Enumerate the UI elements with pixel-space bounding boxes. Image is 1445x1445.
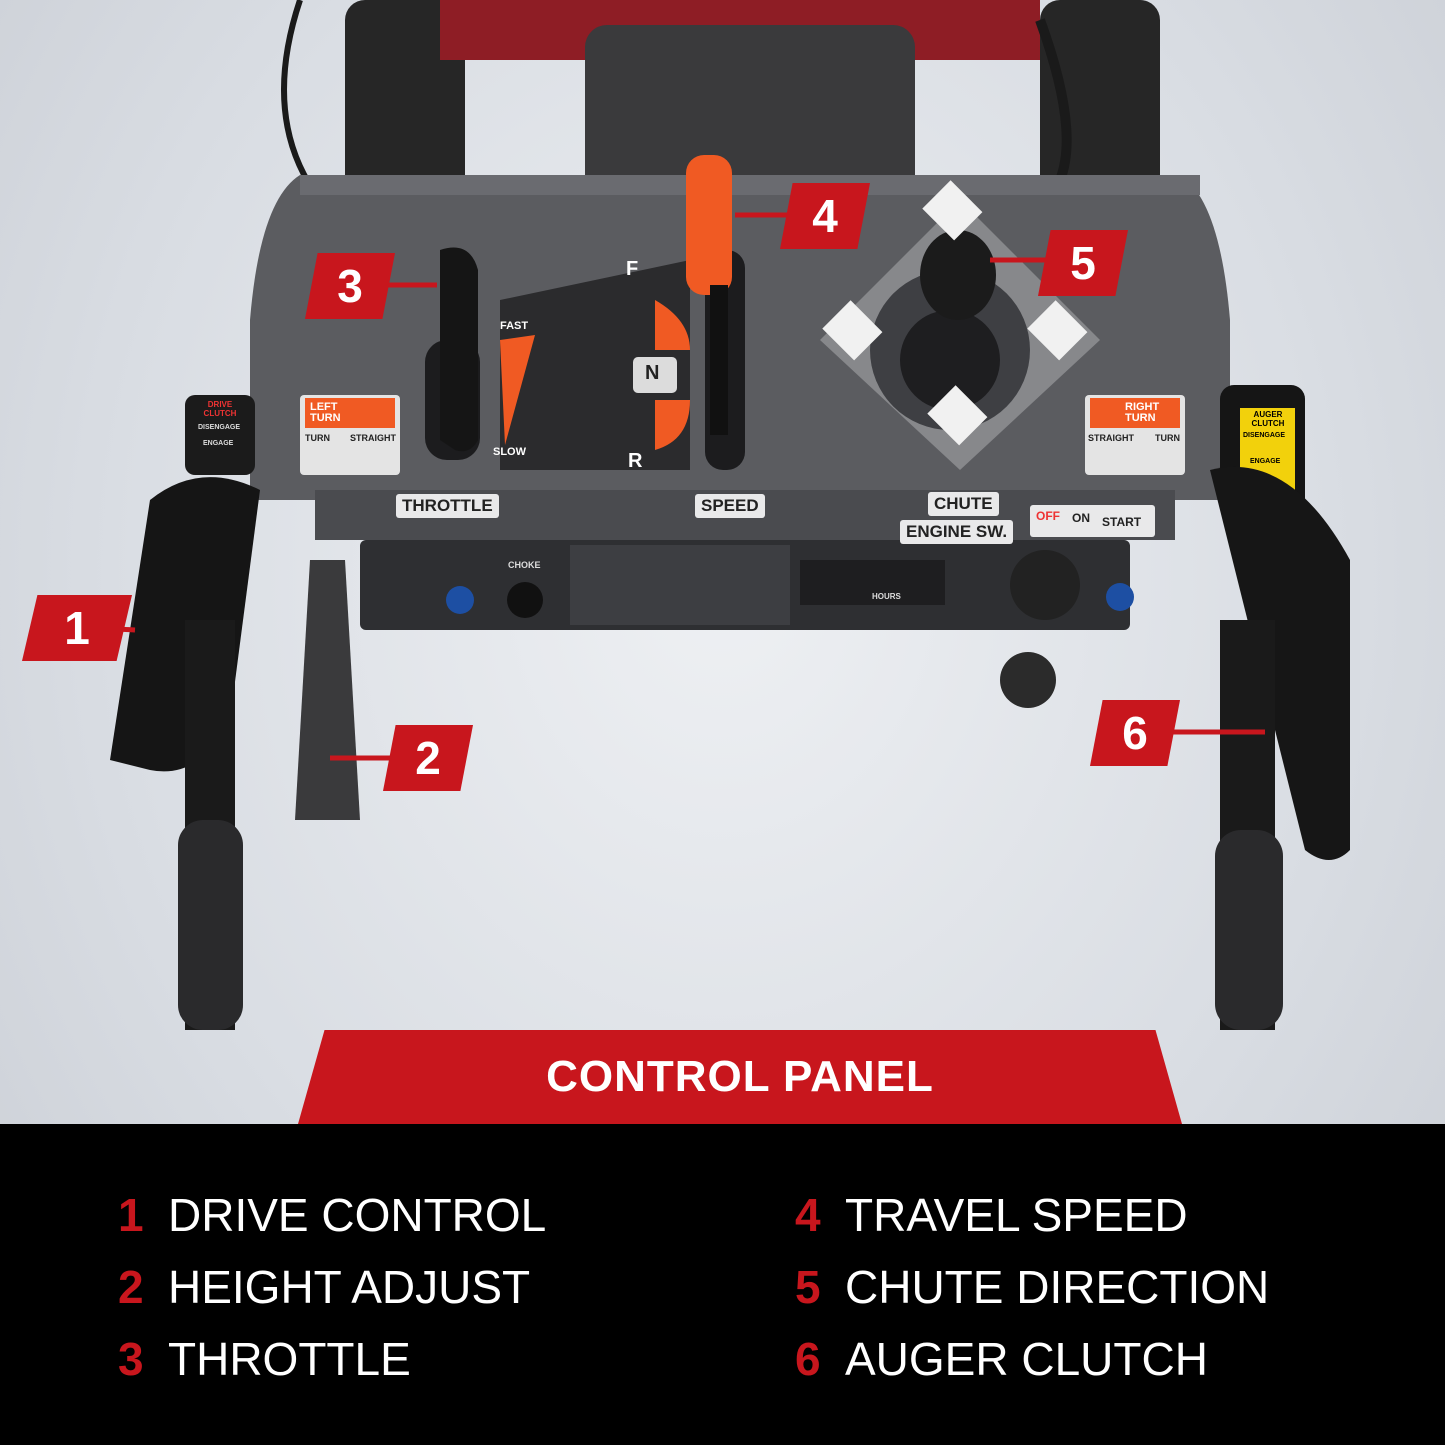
callout-4: 4 — [780, 183, 870, 249]
choke-label: CHOKE — [508, 560, 541, 570]
hour-meter — [800, 560, 945, 605]
chute-label: CHUTE — [928, 492, 999, 516]
legend-item-3: 3 THROTTLE — [118, 1332, 411, 1386]
legend-item-4: 4 TRAVEL SPEED — [795, 1188, 1188, 1242]
legend-item-5: 5 CHUTE DIRECTION — [795, 1260, 1269, 1314]
speed-lever-handle[interactable] — [686, 155, 732, 295]
cable — [1035, 18, 1072, 182]
choke-knob[interactable] — [507, 582, 543, 618]
callout-5: 5 — [1038, 230, 1128, 296]
drive-clutch-decal-label: DRIVE CLUTCH — [203, 400, 237, 418]
drive-disengage-label: DISENGAGE — [198, 424, 241, 431]
legend-item-6: 6 AUGER CLUTCH — [795, 1332, 1208, 1386]
auger-clutch-decal-label: AUGER CLUTCH — [1251, 410, 1285, 428]
legend-number: 1 — [118, 1189, 144, 1241]
control-panel-banner: CONTROL PANEL — [298, 1030, 1182, 1124]
throttle-lever[interactable] — [440, 247, 478, 452]
legend-number: 2 — [118, 1261, 144, 1313]
neutral-label: N — [645, 362, 660, 384]
engine-on-label: ON — [1072, 511, 1090, 525]
indicator-light — [1106, 583, 1134, 611]
left-straight-option: STRAIGHT — [350, 433, 396, 443]
engine-switch[interactable] — [1010, 550, 1080, 620]
height-adjust-pedal[interactable] — [295, 560, 360, 820]
left-turn-option: TURN — [305, 433, 330, 443]
banner-title: CONTROL PANEL — [546, 1052, 934, 1101]
fast-label: FAST — [500, 320, 529, 332]
reverse-wedge — [655, 400, 690, 450]
forward-wedge — [655, 300, 690, 350]
right-turn-header — [1090, 398, 1180, 428]
speed-lever-shaft — [710, 285, 728, 435]
legend-number: 6 — [795, 1333, 821, 1385]
panel-top-edge — [300, 175, 1200, 195]
instruction-plate — [570, 545, 790, 625]
engine-off-label: OFF — [1036, 509, 1060, 523]
joystick-boot — [900, 310, 1000, 410]
right-grip[interactable] — [1215, 830, 1283, 1030]
indicator-light — [446, 586, 474, 614]
chute-arrow-icon — [927, 385, 988, 446]
fast-slow-wedge — [500, 335, 535, 445]
engine-start-label: START — [1102, 515, 1142, 529]
left-turn-header — [305, 398, 395, 428]
callout-6: 6 — [1090, 700, 1180, 766]
legend-number: 4 — [795, 1189, 821, 1241]
engine-switch-label: ENGINE SW. — [900, 520, 1014, 544]
drive-engage-label: ENGAGE — [203, 440, 234, 447]
callout-2: 2 — [383, 725, 473, 791]
reverse-label: R — [628, 450, 643, 472]
fuel-tank — [585, 25, 915, 200]
legend-number: 3 — [118, 1333, 144, 1385]
recoil-handle[interactable] — [1000, 652, 1056, 708]
chute-arrow-icon — [822, 300, 883, 361]
legend-label: DRIVE CONTROL — [168, 1189, 547, 1241]
auger-disengage-label: DISENGAGE — [1243, 432, 1286, 439]
callout-1: 1 — [22, 595, 132, 661]
right-straight-option: STRAIGHT — [1088, 433, 1134, 443]
right-turn-option: TURN — [1155, 433, 1180, 443]
left-turn-label: LEFT TURN — [310, 401, 341, 424]
auger-clutch-lever[interactable] — [1210, 466, 1350, 860]
speed-decal — [500, 260, 690, 470]
legend-label: HEIGHT ADJUST — [168, 1261, 531, 1313]
legend-label: TRAVEL SPEED — [845, 1189, 1188, 1241]
chute-arrow-icon — [1027, 300, 1088, 361]
drive-clutch-housing — [185, 395, 255, 475]
legend-label: CHUTE DIRECTION — [845, 1261, 1270, 1313]
engine-switch-plate: OFF ON START — [1030, 505, 1155, 537]
slow-label: SLOW — [493, 446, 526, 458]
legend-item-1: 1 DRIVE CONTROL — [118, 1188, 546, 1242]
hours-label: HOURS — [872, 592, 901, 601]
chute-joystick-knob[interactable] — [920, 230, 996, 320]
forward-label: F — [626, 258, 639, 280]
cable — [281, 0, 323, 202]
throttle-label: THROTTLE — [396, 494, 499, 518]
left-grip[interactable] — [178, 820, 243, 1030]
neutral-box — [633, 357, 677, 393]
legend-label: AUGER CLUTCH — [845, 1333, 1208, 1385]
chute-arrow-icon — [922, 180, 983, 241]
legend-number: 5 — [795, 1261, 821, 1313]
speed-label: SPEED — [695, 494, 765, 518]
legend-label: THROTTLE — [168, 1333, 411, 1385]
legend-item-2: 2 HEIGHT ADJUST — [118, 1260, 530, 1314]
right-turn-label: RIGHT TURN — [1125, 401, 1160, 424]
callout-3: 3 — [305, 253, 395, 319]
auger-engage-label: ENGAGE — [1250, 458, 1281, 465]
